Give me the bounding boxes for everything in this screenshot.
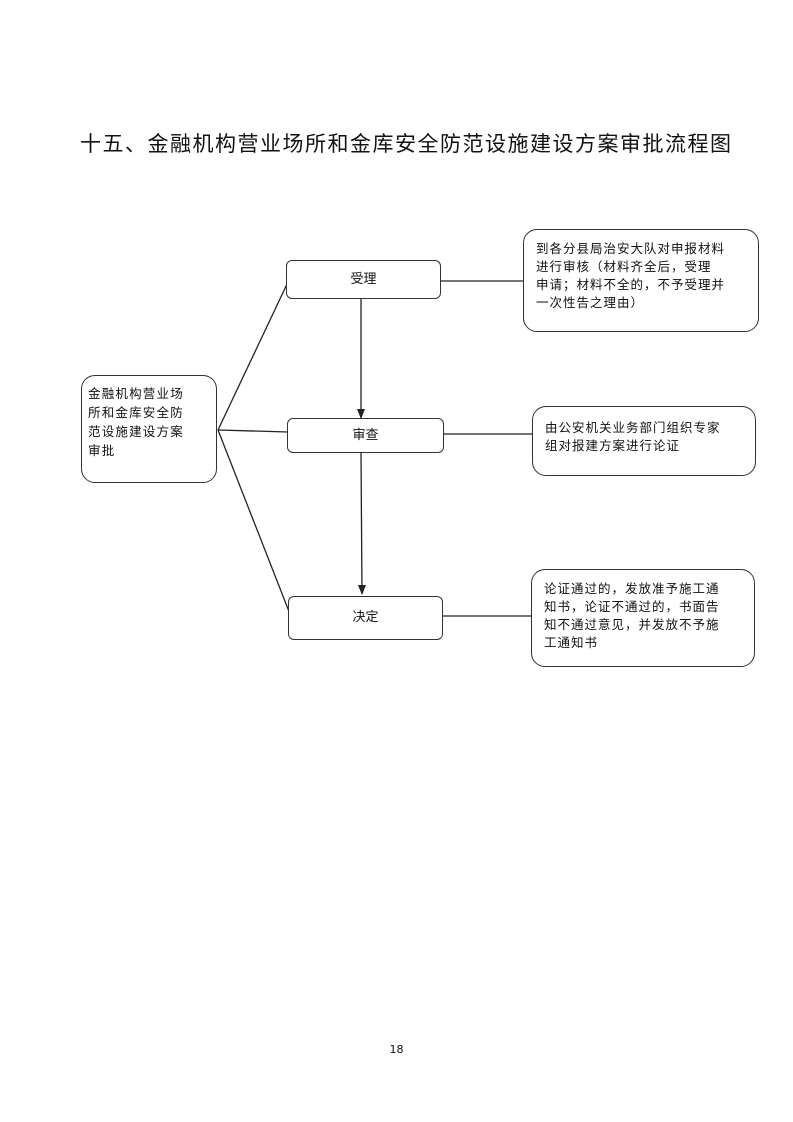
flowchart-step-review: 审查: [287, 418, 444, 453]
note-line: 知不通过意见，并发放不予施: [544, 617, 720, 632]
connector-start-to-accept: [217, 281, 289, 431]
arrow-review-to-decision: [357, 451, 366, 595]
flowchart-note-decision: 论证通过的，发放准予施工通 知书，论证不通过的，书面告 知不通过意见，并发放不予…: [531, 569, 755, 667]
note-line: 一次性告之理由）: [536, 295, 645, 310]
start-box-line: 所和金库安全防: [88, 405, 184, 420]
page-title: 十五、金融机构营业场所和金库安全防范设施建设方案审批流程图: [80, 132, 733, 156]
note-line: 组对报建方案进行论证: [545, 438, 681, 453]
note-line: 论证通过的，发放准予施工通: [544, 581, 720, 596]
flowchart-note-accept: 到各分县局治安大队对申报材料 进行审核（材料齐全后，受理 申请；材料不全的，不予…: [523, 229, 759, 332]
note-line: 进行审核（材料齐全后，受理: [536, 259, 712, 274]
step-label: 决定: [352, 610, 379, 625]
flowchart-note-review: 由公安机关业务部门组织专家 组对报建方案进行论证: [532, 406, 756, 476]
connector-start-to-review: [217, 429, 289, 433]
connector-start-to-decision: [217, 429, 291, 615]
note-line: 知书，论证不通过的，书面告: [544, 599, 720, 614]
flowchart-step-decision: 决定: [288, 596, 443, 640]
start-box-line: 金融机构营业场: [88, 386, 184, 401]
step-label: 审查: [352, 427, 379, 443]
note-line: 申请；材料不全的，不予受理并: [536, 277, 726, 292]
start-box-line: 范设施建设方案: [88, 424, 184, 439]
flowchart-start-box: 金融机构营业场 所和金库安全防 范设施建设方案 审批: [81, 375, 217, 483]
page-number: 18: [389, 1043, 404, 1056]
flowchart-step-accept: 受理: [286, 260, 441, 299]
start-box-line: 审批: [88, 443, 116, 458]
note-line: 由公安机关业务部门组织专家: [545, 420, 721, 435]
note-line: 到各分县局治安大队对申报材料: [536, 241, 726, 256]
step-label: 受理: [350, 271, 377, 287]
note-line: 工通知书: [544, 635, 599, 650]
